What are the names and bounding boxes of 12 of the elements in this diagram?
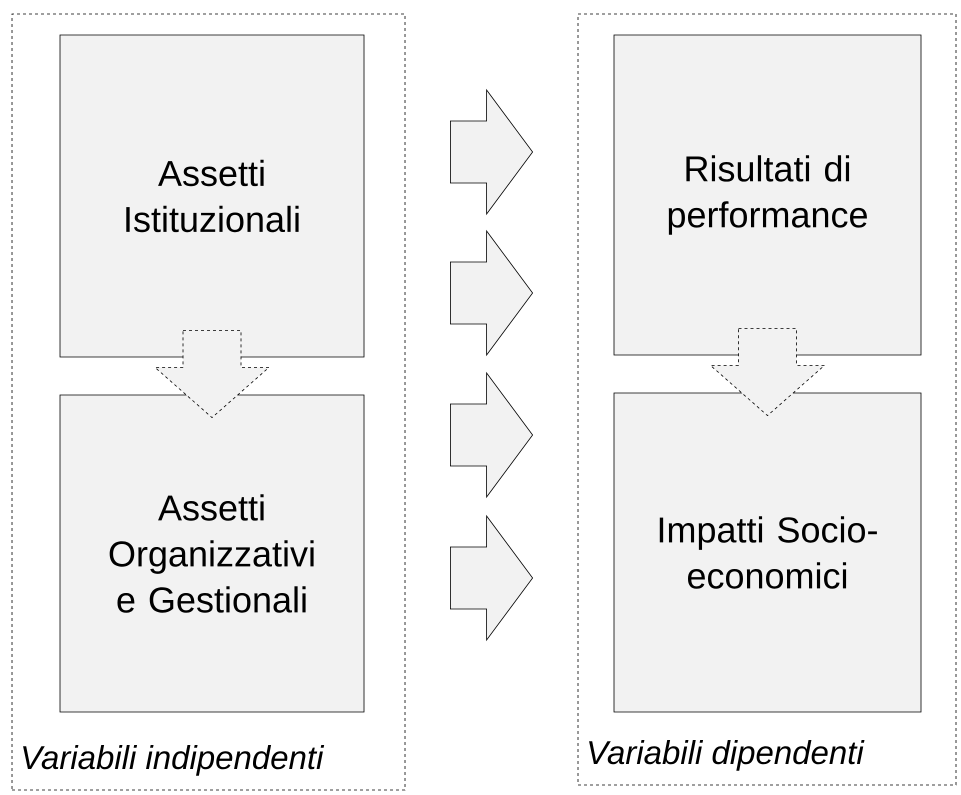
process-box: Assetti Organizzativi e Gestionali: [60, 394, 364, 712]
block-arrow: [709, 328, 826, 416]
process-box: Impatti Socio-economici: [614, 392, 922, 712]
process-box: Risultati di performance: [614, 34, 922, 356]
block-arrow: [450, 88, 534, 216]
block-arrow: [154, 330, 270, 418]
block-arrow: [450, 230, 534, 356]
process-box: Assetti Istituzionali: [60, 34, 364, 358]
group-label: Variabili dipendenti: [589, 740, 864, 771]
block-arrow: [450, 372, 534, 498]
block-arrow: [450, 514, 534, 642]
group-label: Variabili indipendenti: [23, 745, 324, 776]
